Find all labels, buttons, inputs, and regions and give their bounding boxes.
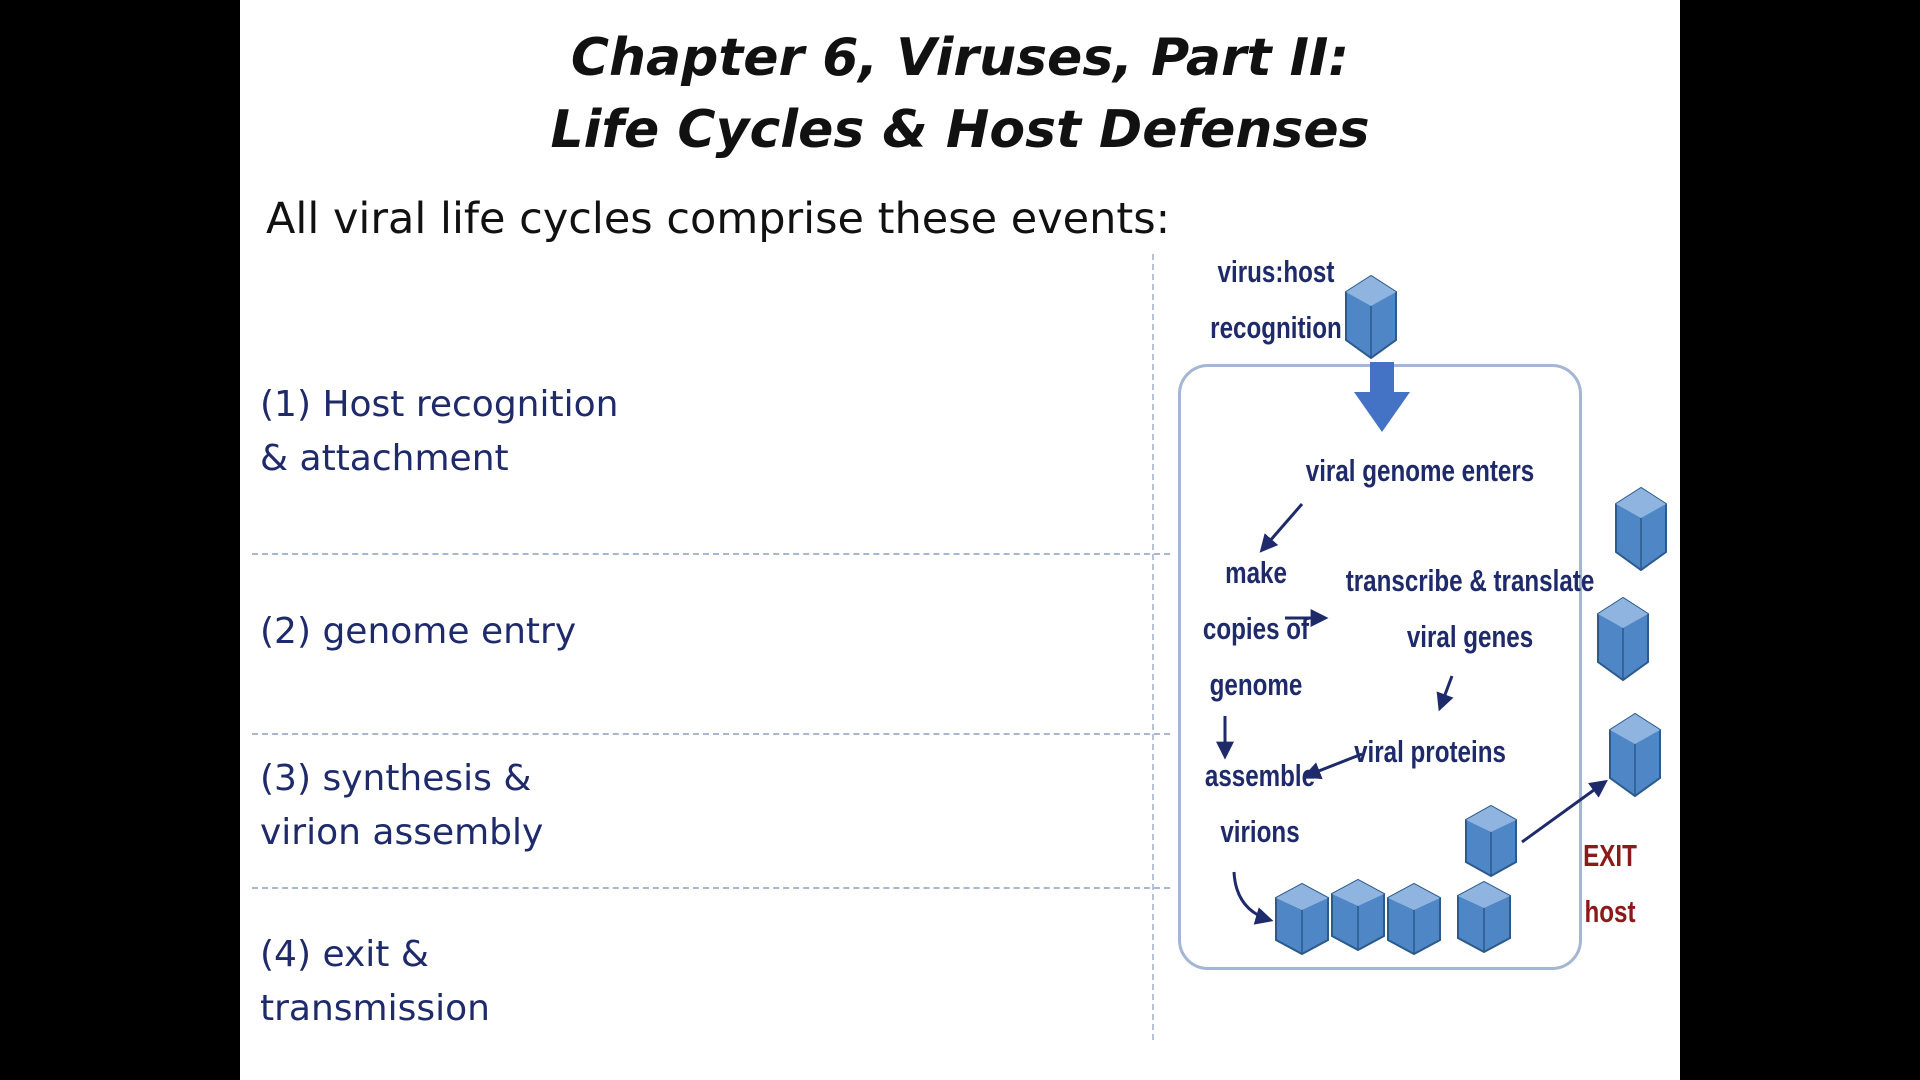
label-viral-proteins: viral proteins bbox=[1329, 724, 1532, 780]
event-host-recognition: (1) Host recognition & attachment bbox=[260, 378, 618, 486]
down-arrow-icon bbox=[1354, 362, 1410, 432]
arrow-icon bbox=[1521, 779, 1608, 844]
label-line: virions bbox=[1220, 814, 1300, 849]
virion-icon bbox=[1615, 486, 1667, 572]
virion-icon bbox=[1345, 274, 1397, 360]
arrow-icon bbox=[1436, 675, 1454, 712]
event-genome-entry: (2) genome entry bbox=[260, 605, 576, 659]
virion-icon bbox=[1457, 880, 1511, 954]
label-line: assemble bbox=[1204, 758, 1316, 793]
virion-icon bbox=[1275, 882, 1329, 956]
arrow-icon bbox=[1302, 752, 1363, 780]
event-line: (2) genome entry bbox=[260, 611, 577, 652]
arrow-icon bbox=[1232, 871, 1274, 925]
title-line-2: Life Cycles & Host Defenses bbox=[550, 100, 1370, 160]
event-line: (3) synthesis & bbox=[260, 758, 532, 799]
event-line: (4) exit & bbox=[260, 934, 429, 975]
label-transcribe-translate: transcribe & translate viral genes bbox=[1337, 553, 1602, 665]
label-line: virus:host bbox=[1217, 254, 1335, 289]
virion-icon bbox=[1465, 804, 1517, 878]
event-line: & attachment bbox=[260, 438, 509, 479]
virion-icon bbox=[1597, 596, 1649, 682]
label-line: host bbox=[1584, 894, 1636, 929]
label-assemble-virions: assemble virions bbox=[1182, 748, 1338, 860]
virion-icon bbox=[1609, 712, 1661, 798]
slide: Chapter 6, Viruses, Part II: Life Cycles… bbox=[240, 0, 1680, 1080]
event-line: transmission bbox=[260, 988, 490, 1029]
label-line: EXIT bbox=[1583, 838, 1637, 873]
virion-icon bbox=[1387, 882, 1441, 956]
arrow-icon bbox=[1259, 503, 1304, 553]
event-line: (1) Host recognition bbox=[260, 384, 619, 425]
divider bbox=[252, 887, 1170, 889]
label-viral-genome-enters: viral genome enters bbox=[1287, 443, 1552, 499]
label-line: genome bbox=[1209, 667, 1303, 702]
virion-icon bbox=[1331, 878, 1385, 952]
event-line: virion assembly bbox=[260, 812, 544, 853]
event-synthesis-assembly: (3) synthesis & virion assembly bbox=[260, 752, 543, 860]
label-line: viral genes bbox=[1406, 619, 1534, 654]
intro-text: All viral life cycles comprise these eve… bbox=[266, 194, 1171, 244]
slide-title: Chapter 6, Viruses, Part II: Life Cycles… bbox=[240, 22, 1680, 166]
diagram-arrows bbox=[1216, 362, 1608, 925]
label-exit-host: EXIT host bbox=[1579, 828, 1641, 940]
label-line: make bbox=[1225, 555, 1287, 590]
title-line-1: Chapter 6, Viruses, Part II: bbox=[570, 28, 1350, 88]
label-virus-host-recognition: virus:host recognition bbox=[1190, 244, 1362, 356]
label-line: viral genome enters bbox=[1305, 453, 1535, 488]
column-divider bbox=[1152, 254, 1154, 1040]
divider bbox=[252, 733, 1170, 735]
label-line: viral proteins bbox=[1354, 734, 1506, 769]
label-line: transcribe & translate bbox=[1345, 563, 1595, 598]
divider bbox=[252, 553, 1170, 555]
event-exit-transmission: (4) exit & transmission bbox=[260, 928, 490, 1036]
label-line: recognition bbox=[1210, 310, 1342, 345]
